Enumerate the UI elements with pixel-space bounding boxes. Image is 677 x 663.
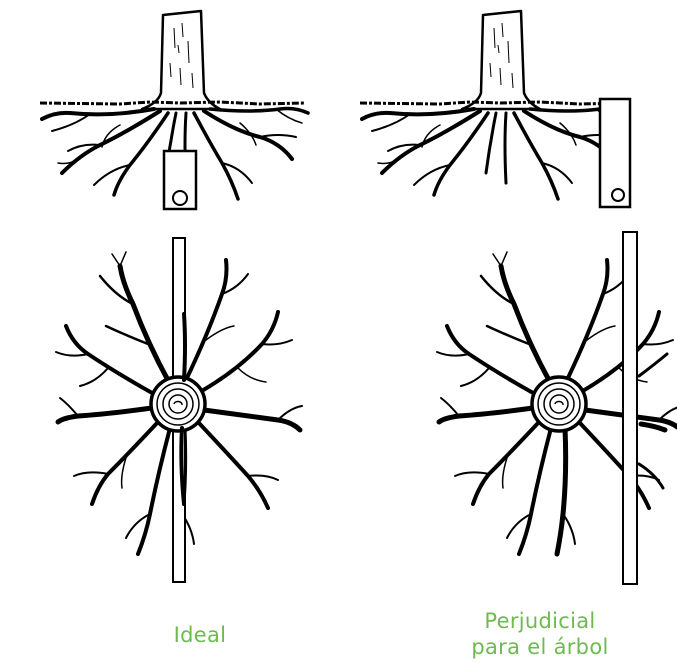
- caption-harmful: Perjudicial para el árbol: [440, 608, 640, 660]
- caption-harmful-line2: para el árbol: [440, 634, 640, 660]
- caption-harmful-line1: Perjudicial: [440, 608, 640, 634]
- pipe-top-harmful: [623, 232, 637, 584]
- top-view-harmful: [437, 232, 677, 584]
- side-view-harmful: [360, 11, 630, 207]
- top-view-ideal: [56, 238, 302, 582]
- side-view-ideal: [40, 11, 308, 209]
- caption-ideal: Ideal: [120, 622, 280, 648]
- caption-ideal-text: Ideal: [174, 623, 227, 647]
